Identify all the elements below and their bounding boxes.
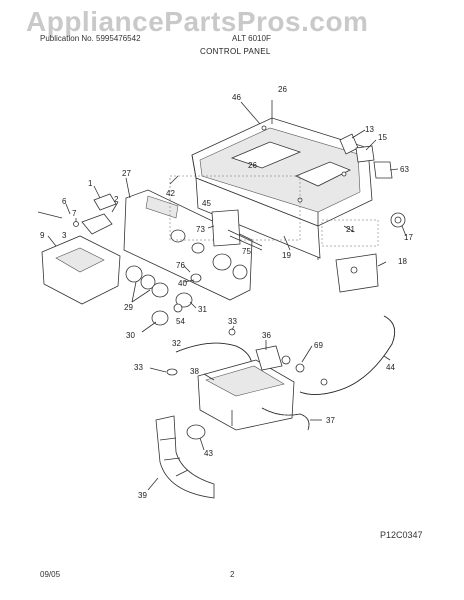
callout-26: 26	[278, 85, 287, 94]
callout-19: 19	[282, 251, 291, 260]
callout-32: 32	[172, 339, 181, 348]
callout-46: 46	[232, 93, 241, 102]
callout-69: 69	[314, 341, 323, 350]
callout-7: 7	[72, 209, 77, 218]
module-18	[321, 219, 379, 293]
callout-43: 43	[204, 449, 213, 458]
callout-37: 37	[326, 416, 335, 425]
callout-2: 2	[114, 195, 119, 204]
callout-63: 63	[400, 165, 409, 174]
callout-73: 73	[196, 225, 205, 234]
callout-30: 30	[126, 331, 135, 340]
callout-36: 36	[262, 331, 271, 340]
callout-54: 54	[176, 317, 185, 326]
electronic-board	[211, 209, 263, 251]
callout-labels: 46 26 13 15 26 63 27 1 6 42 2 45 7 3 73	[40, 85, 413, 500]
callout-1: 1	[88, 179, 93, 188]
callout-38: 38	[190, 367, 199, 376]
hose-32	[166, 328, 253, 376]
callout-29: 29	[124, 303, 133, 312]
diagram-title: CONTROL PANEL	[200, 47, 271, 56]
callout-45: 45	[202, 199, 211, 208]
callout-17: 17	[404, 233, 413, 242]
callout-40: 40	[178, 279, 187, 288]
callout-15: 15	[378, 133, 387, 142]
switch-brackets	[339, 133, 393, 179]
callout-39: 39	[138, 491, 147, 500]
callout-9: 9	[40, 231, 45, 240]
footer-page: 2	[230, 570, 235, 579]
console-frame	[191, 100, 373, 260]
publication-number: Publication No. 5995476542	[40, 34, 141, 43]
dispenser-drawer	[37, 193, 121, 305]
control-knobs	[125, 265, 202, 326]
callout-18: 18	[398, 257, 407, 266]
watermark: AppliancePartsPros.com	[26, 6, 369, 37]
callout-42: 42	[166, 189, 175, 198]
callout-33a: 33	[228, 317, 237, 326]
control-panel-fascia	[123, 175, 301, 301]
valve-assembly	[197, 345, 305, 431]
callout-33b: 33	[134, 363, 143, 372]
callout-44: 44	[386, 363, 395, 372]
clamp-43	[186, 424, 206, 440]
drawing-code: P12C0347	[380, 530, 423, 540]
model-number: ALT 6010F	[232, 34, 271, 43]
callout-6: 6	[62, 197, 67, 206]
callout-3: 3	[62, 231, 67, 240]
callout-21: 21	[346, 225, 355, 234]
knob-17	[390, 212, 406, 228]
callout-75: 75	[242, 247, 251, 256]
footer-date: 09/05	[40, 570, 61, 579]
callout-76: 76	[176, 261, 185, 270]
callout-27: 27	[122, 169, 131, 178]
hose-37	[261, 407, 310, 431]
callout-31: 31	[198, 305, 207, 314]
hose-44	[299, 315, 396, 395]
hose-39	[155, 415, 215, 499]
callout-13: 13	[365, 125, 374, 134]
callout-26b: 26	[248, 161, 257, 170]
